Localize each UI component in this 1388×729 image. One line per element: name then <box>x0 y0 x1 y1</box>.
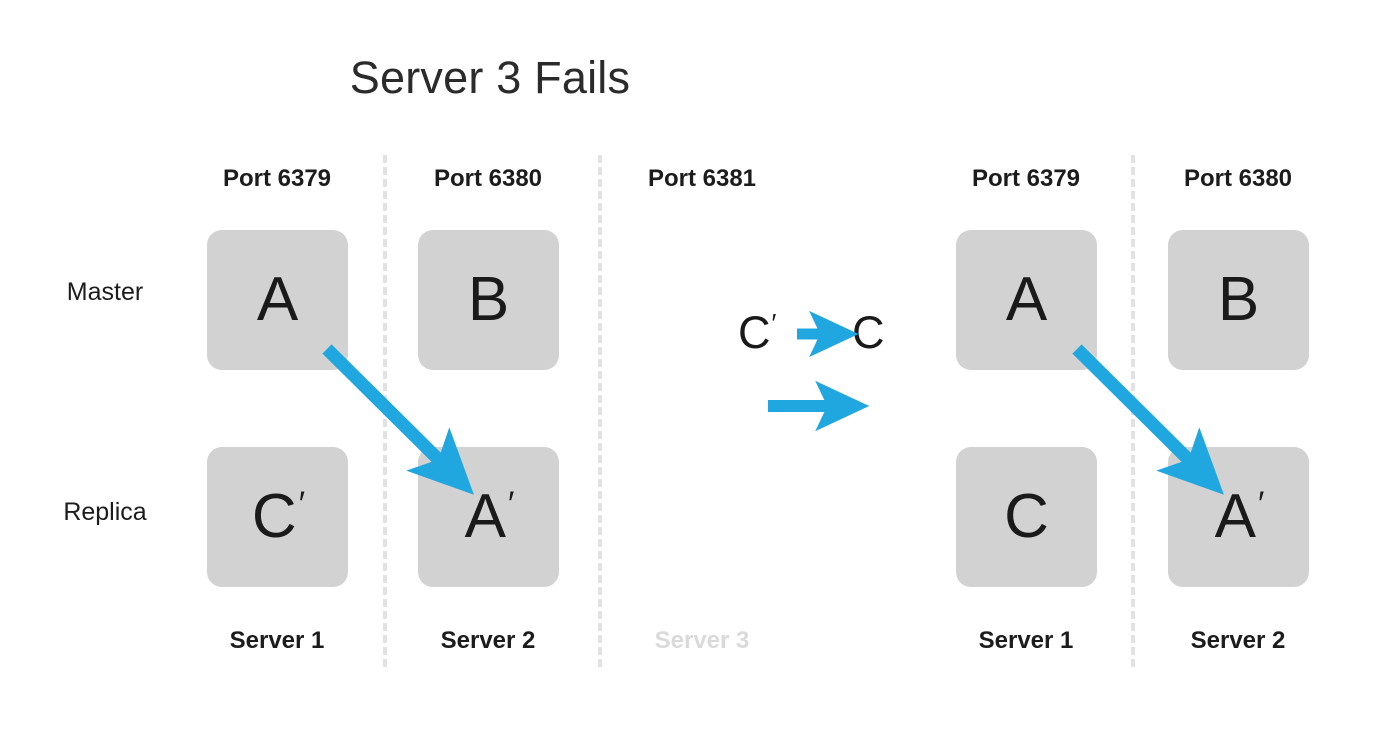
node-glyph: A <box>256 265 299 334</box>
port-label-after-server2: Port 6380 <box>1183 165 1293 192</box>
column-divider-2 <box>598 155 602 667</box>
port-label-before-server2: Port 6380 <box>433 165 543 192</box>
node-glyph: A′ <box>465 485 515 548</box>
row-label-master: Master <box>66 278 144 306</box>
server-label-after-server1: Server 1 <box>978 627 1074 654</box>
row-label-replica: Replica <box>63 498 147 526</box>
node-before-server2-master[interactable]: B <box>418 230 559 370</box>
node-glyph: B <box>1217 265 1260 334</box>
node-glyph-base: C <box>251 482 297 551</box>
legend-target-label: C <box>852 307 885 358</box>
node-after-server1-master[interactable]: A <box>956 230 1097 370</box>
port-label-before-server1: Port 6379 <box>222 165 332 192</box>
node-glyph: C′ <box>252 485 306 548</box>
node-glyph: B <box>467 265 510 334</box>
server-label-after-server2: Server 2 <box>1190 627 1286 654</box>
prime-mark-icon: ′ <box>298 485 306 523</box>
server-label-before-server2: Server 2 <box>440 627 536 654</box>
node-after-server2-replica[interactable]: A′ <box>1168 447 1309 587</box>
node-glyph: C <box>1004 482 1049 551</box>
column-divider-1 <box>383 155 387 667</box>
node-glyph-base: A <box>464 482 506 551</box>
node-glyph-base: A <box>1214 482 1256 551</box>
node-glyph: A <box>1005 265 1048 334</box>
server-label-before-server1: Server 1 <box>229 627 325 654</box>
legend-source-base: C <box>738 307 771 358</box>
port-label-before-server3: Port 6381 <box>647 165 757 192</box>
port-label-after-server1: Port 6379 <box>971 165 1081 192</box>
node-before-server1-replica[interactable]: C′ <box>207 447 348 587</box>
node-before-server2-replica[interactable]: A′ <box>418 447 559 587</box>
prime-mark-icon: ′ <box>507 485 515 523</box>
node-glyph: A′ <box>1215 485 1265 548</box>
legend-source-label: C′ <box>738 307 777 358</box>
column-divider-3 <box>1131 155 1135 667</box>
prime-mark-icon: ′ <box>771 308 777 338</box>
prime-mark-icon: ′ <box>1257 485 1265 523</box>
node-after-server1-replica[interactable]: C <box>956 447 1097 587</box>
node-after-server2-master[interactable]: B <box>1168 230 1309 370</box>
page-title: Server 3 Fails <box>349 52 631 103</box>
node-before-server1-master[interactable]: A <box>207 230 348 370</box>
server-label-before-server3: Server 3 <box>654 627 750 654</box>
